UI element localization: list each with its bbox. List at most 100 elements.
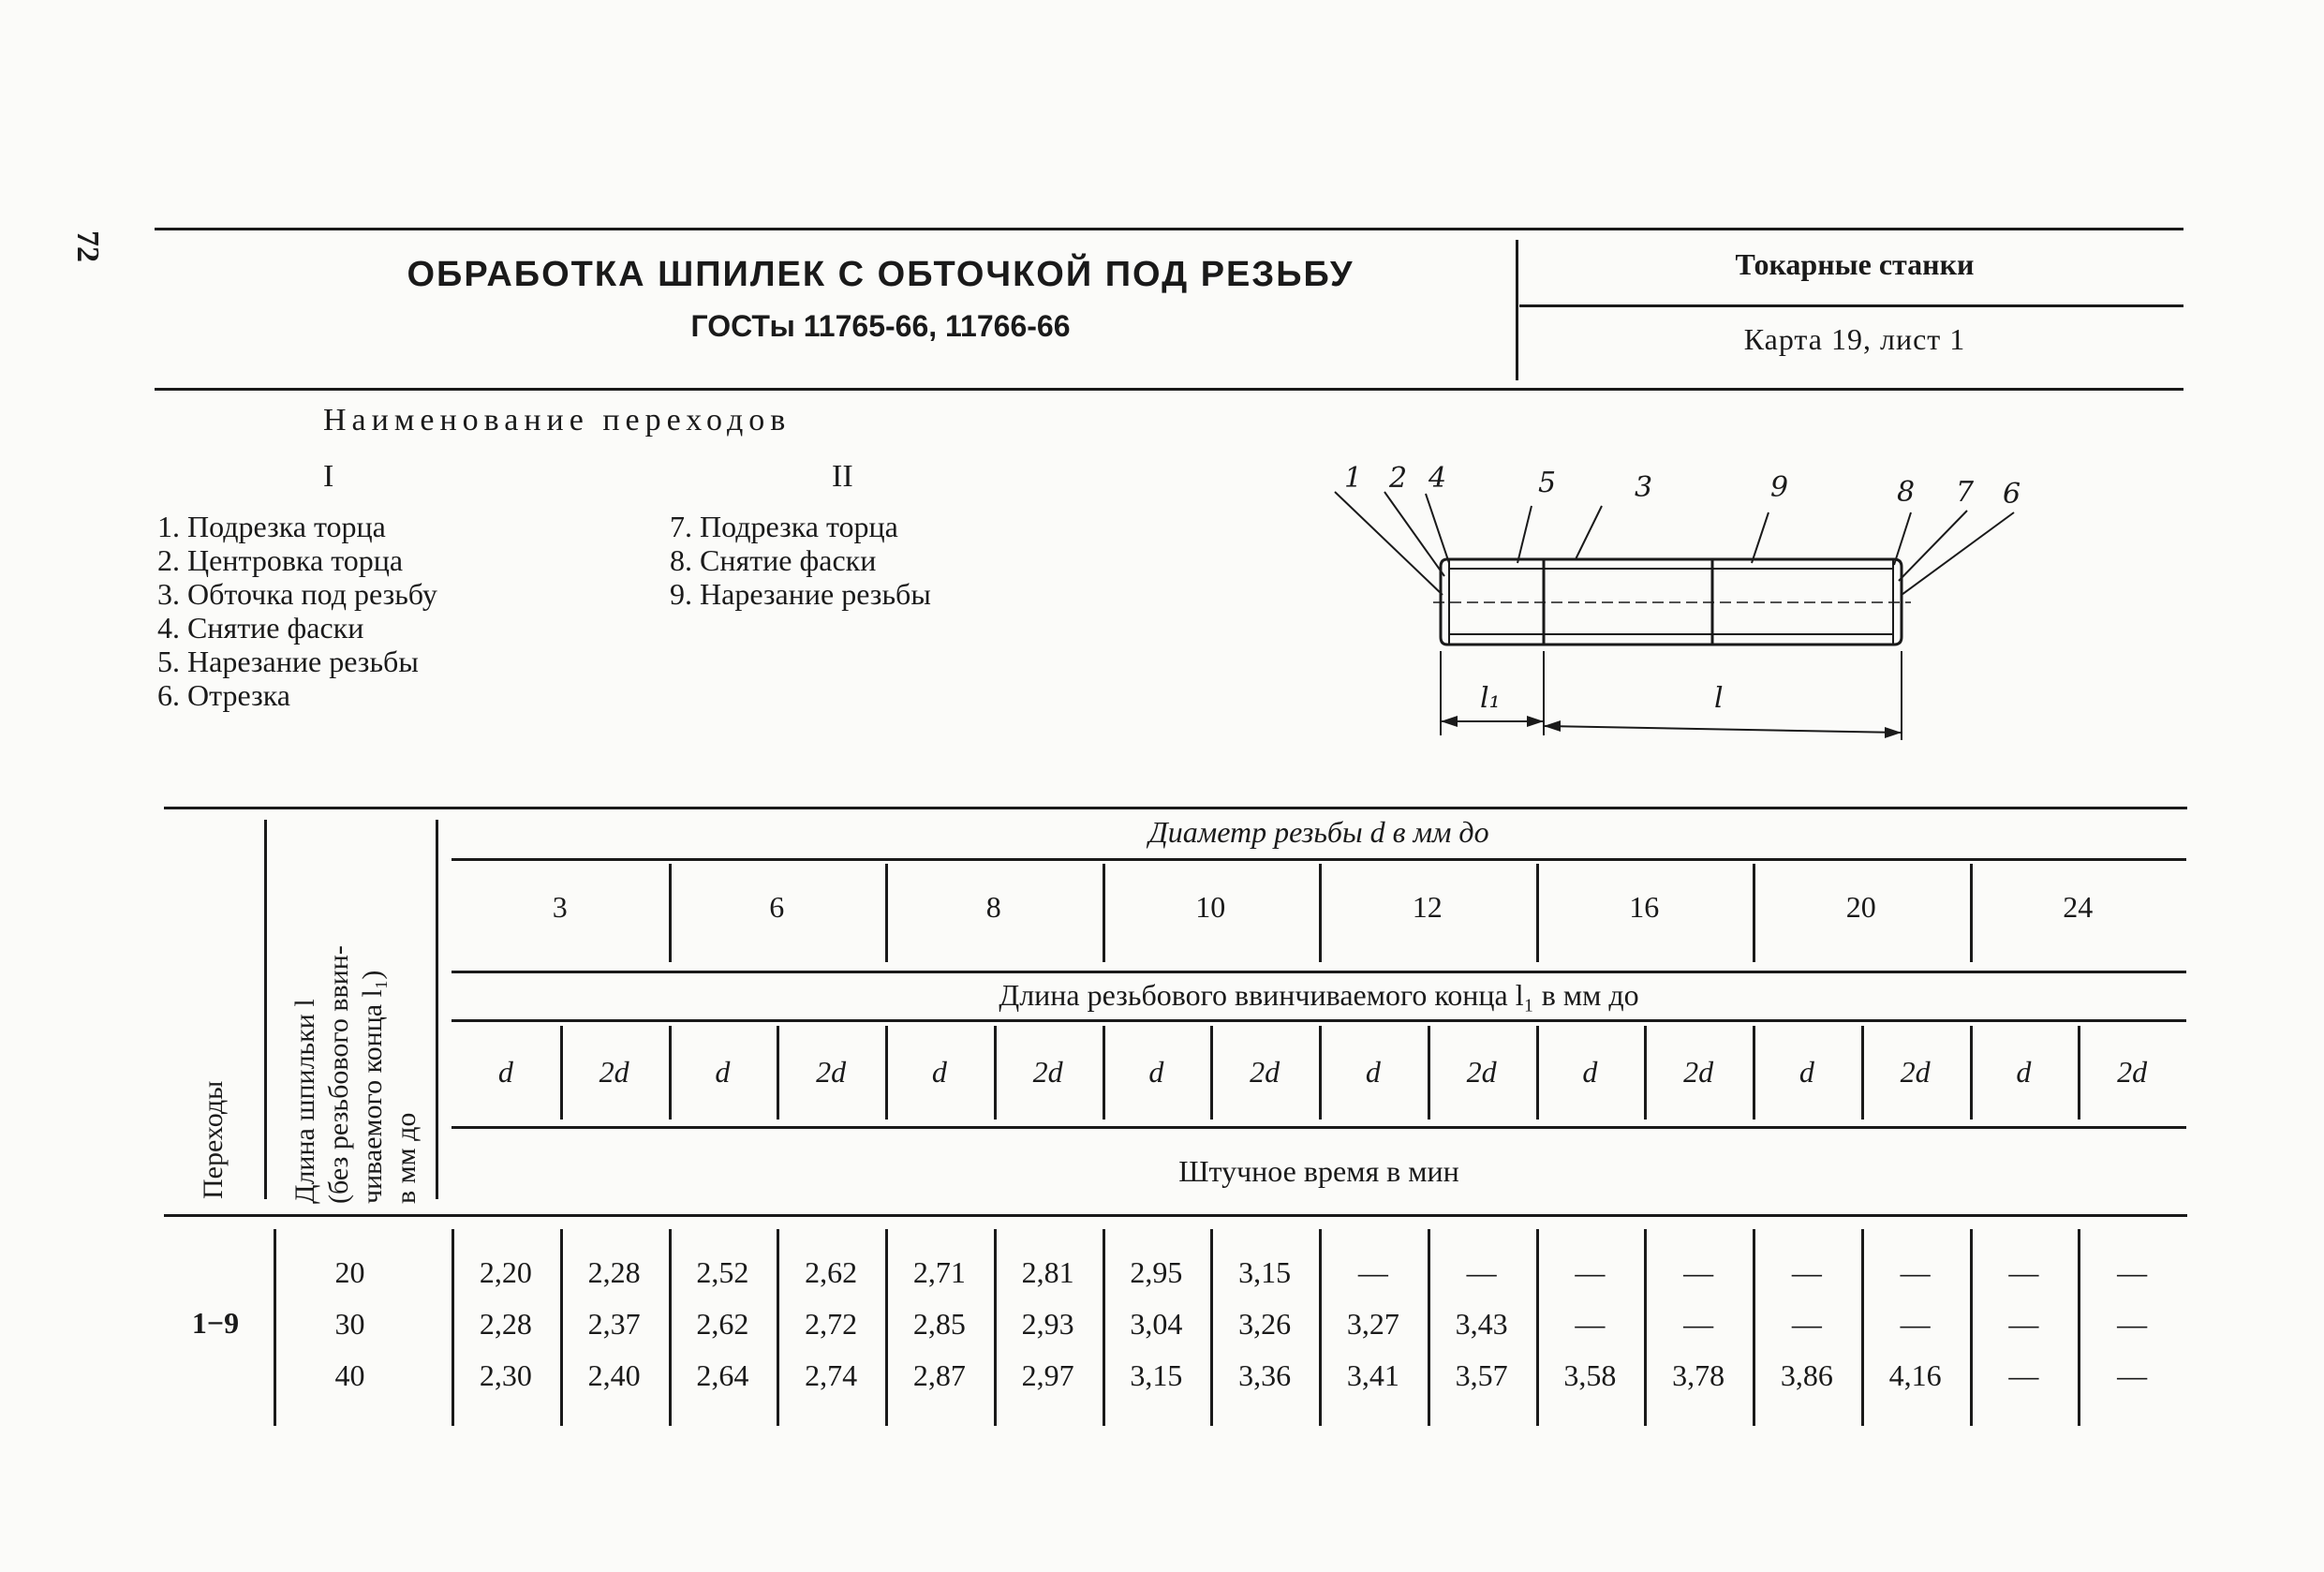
time-value: — [1575,1255,1606,1289]
callout-9: 9 [1770,471,1788,504]
sub-column-separator [1102,1026,1105,1120]
time-value: 3,86 [1780,1358,1833,1392]
time-value: 2,93 [1021,1307,1074,1341]
sub-column-label: 2d [599,1055,629,1089]
operation-item: 6. Отрезка [157,678,290,712]
sub-column-label: 2d [2117,1055,2148,1089]
time-value: 2,85 [912,1307,966,1341]
body-column-separator [668,1229,672,1426]
sub-column-label: d [715,1055,731,1089]
body-column-separator [1969,1229,1973,1426]
table-header-bottom-rule [164,1214,2187,1217]
callout-6: 6 [2003,478,2021,511]
document-subtitle: ГОСТы 11765-66, 11766-66 [690,309,1071,343]
sub-column-separator [2078,1026,2081,1120]
time-value: 2,81 [1021,1255,1074,1289]
operation-item: 7. Подрезка торца [670,510,898,543]
diameter-value: 6 [769,890,785,924]
dim-l1-label: l₁ [1480,682,1501,715]
sub-column-separator [885,1026,888,1120]
time-value: 3,15 [1238,1255,1292,1289]
header-right-rule [1519,304,2183,307]
time-value: 2,28 [479,1307,532,1341]
sub-column-label: d [1582,1055,1598,1089]
table-top-rule [164,807,2187,809]
group2-label: II [832,459,853,494]
diameter-value: 24 [2063,890,2094,924]
thread-length-header: Длина резьбового ввинчиваемого конца l₁ … [999,978,1639,1012]
table-divider-transitions [264,820,267,1199]
diameter-separator [668,864,672,962]
diameter-separator [1535,864,1539,962]
body-column-separator [1427,1229,1430,1426]
sub-column-separator [1319,1026,1322,1120]
machine-type: Токарные станки [1735,247,1975,281]
callout-4: 4 [1428,462,1446,495]
diameter-value: 16 [1629,890,1660,924]
diameter-separator [1753,864,1755,962]
body-column-separator [1753,1229,1755,1426]
time-value: — [1357,1255,1388,1289]
transitions-column-header: Переходы [198,1080,229,1199]
body-column-separator [777,1229,780,1426]
time-value: 2,62 [805,1255,858,1289]
time-value: — [2008,1307,2039,1341]
time-value: 3,36 [1238,1358,1292,1392]
time-value: 3,78 [1672,1358,1725,1392]
time-value: — [1683,1255,1714,1289]
time-value: 3,58 [1563,1358,1617,1392]
time-value: 3,41 [1346,1358,1399,1392]
time-value: — [2008,1358,2039,1392]
time-value: 2,52 [696,1255,749,1289]
body-column-separator [2078,1229,2081,1426]
sub-column-label: d [1365,1055,1381,1089]
time-value: 3,27 [1346,1307,1399,1341]
time-value: — [1683,1307,1714,1341]
piece-time-header: Штучное время в мин [1178,1154,1459,1188]
body-column-separator [1860,1229,1864,1426]
group1-label: I [323,459,334,494]
sub-column-separator [993,1026,997,1120]
header-divider [1516,240,1518,380]
body-column-separator [1319,1229,1322,1426]
time-value: — [1900,1307,1931,1341]
diameter-separator [1319,864,1322,962]
time-value: 2,40 [587,1358,641,1392]
length-value: 30 [334,1307,365,1341]
sub-column-separator [777,1026,780,1120]
time-value: 2,97 [1021,1358,1074,1392]
sub-column-label: 2d [1250,1055,1280,1089]
sub-column-label: d [2016,1055,2032,1089]
callout-5: 5 [1538,467,1556,499]
table-divider-length [436,820,438,1199]
length-header-line: в мм до [391,1112,422,1204]
time-value: — [2008,1255,2039,1289]
time-value: 4,16 [1888,1358,1942,1392]
time-value: 2,28 [587,1255,641,1289]
diameter-value: 3 [552,890,568,924]
operation-item: 1. Подрезка торца [157,510,386,543]
time-value: 3,04 [1130,1307,1183,1341]
table-rule-time-header [451,1126,2186,1129]
time-value: 2,87 [912,1358,966,1392]
time-value: — [2117,1358,2148,1392]
diameter-value: 20 [1845,890,1876,924]
sub-column-separator [1644,1026,1648,1120]
body-column-separator [559,1229,563,1426]
callout-3: 3 [1635,471,1652,504]
operation-item: 3. Обточка под резьбу [157,577,437,611]
operations-group1-list: 1. Подрезка торца 2. Центровка торца 3. … [157,510,437,712]
body-column-separator [1210,1229,1214,1426]
sub-column-separator [1753,1026,1755,1120]
callout-2: 2 [1388,462,1407,495]
sub-column-separator [668,1026,672,1120]
callout-8: 8 [1897,476,1915,509]
sub-column-label: 2d [1900,1055,1931,1089]
time-value: 3,57 [1455,1358,1508,1392]
sub-column-separator [1427,1026,1430,1120]
time-value: — [1791,1255,1822,1289]
time-value: 2,71 [912,1255,966,1289]
time-value: — [2117,1255,2148,1289]
time-value: 3,43 [1455,1307,1508,1341]
callout-1: 1 [1344,462,1362,495]
